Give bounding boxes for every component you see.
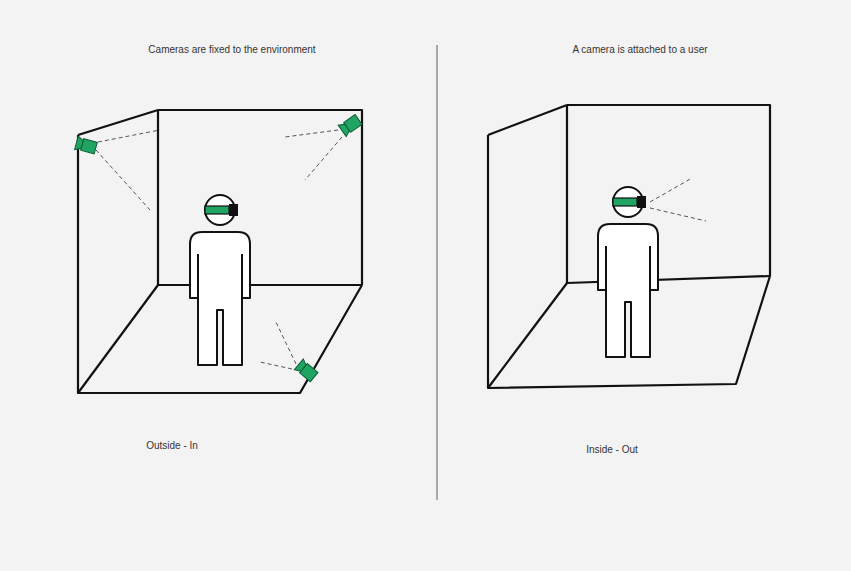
room-outline [78, 110, 362, 393]
background [12, 10, 840, 555]
room-outline [488, 105, 770, 388]
panel-heading: A camera is attached to a user [572, 44, 707, 56]
panel-caption: Outside - In [146, 440, 198, 452]
divider [436, 45, 437, 500]
camera-view-lines [650, 178, 706, 221]
panel-heading: Cameras are fixed to the environment [148, 44, 315, 56]
camera-view-lines [96, 130, 342, 369]
panel-caption: Inside - Out [586, 444, 638, 456]
